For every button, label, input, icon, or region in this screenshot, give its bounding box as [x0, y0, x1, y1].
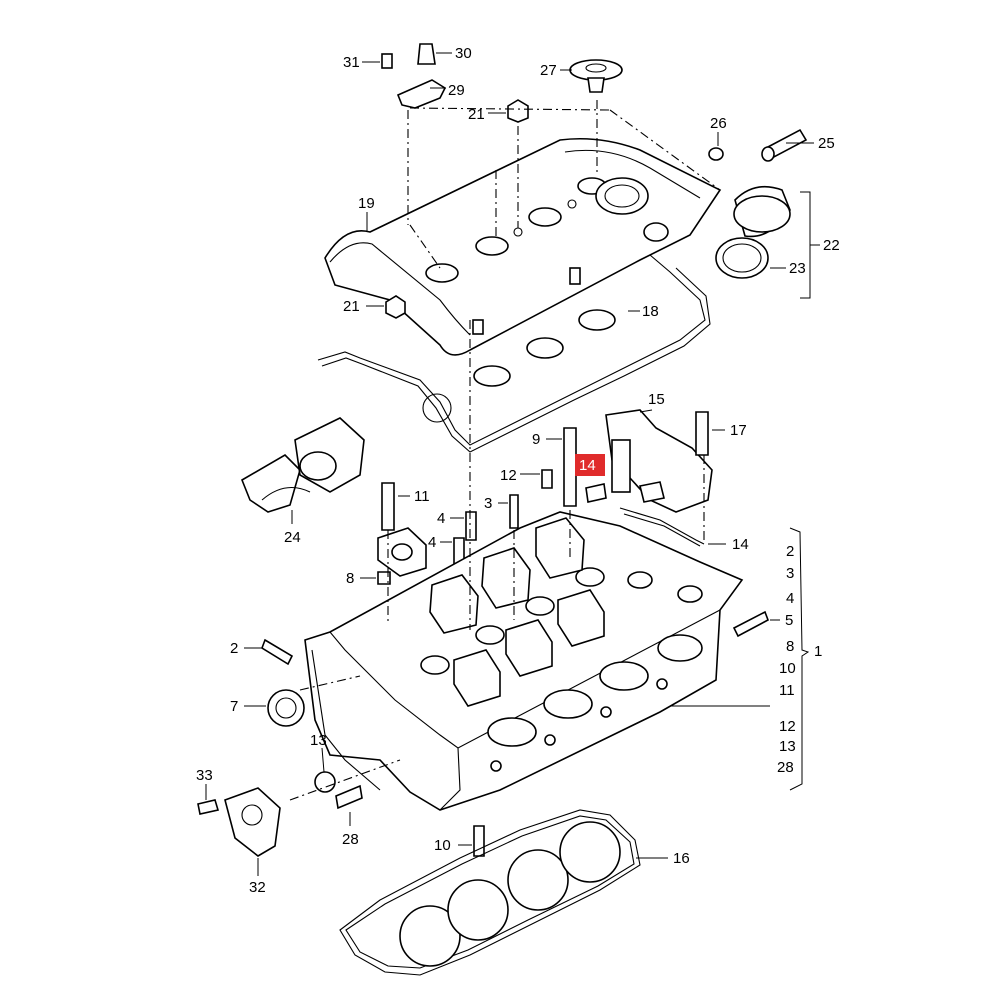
- label-4-upper: 4: [437, 510, 445, 527]
- highlight-box-14: [575, 454, 605, 476]
- valve-cover: [324, 137, 722, 356]
- label-15: 15: [648, 391, 665, 408]
- bracket-assembly: [381, 43, 447, 225]
- valve-cover-gasket: [317, 254, 711, 453]
- label-11: 11: [414, 488, 430, 505]
- label-16: 16: [673, 850, 690, 867]
- leader-lines: [205, 52, 820, 876]
- group-item-8: 8: [786, 638, 794, 655]
- label-9: 9: [532, 431, 540, 448]
- label-29: 29: [448, 82, 465, 99]
- guide-lines: [387, 107, 721, 630]
- nut-lower: [385, 295, 406, 319]
- bearing-cap-small: [377, 527, 427, 577]
- label-24: 24: [284, 529, 301, 546]
- label-7: 7: [230, 698, 238, 715]
- bearing-cap-24: [241, 417, 365, 513]
- group-item-2: 2: [786, 543, 794, 560]
- group-item-10: 10: [779, 660, 796, 677]
- group-item-4: 4: [786, 590, 794, 607]
- label-26: 26: [710, 115, 727, 132]
- label-28: 28: [342, 831, 359, 848]
- label-14-highlight: 14: [579, 457, 596, 474]
- head-gasket: [339, 809, 641, 976]
- group-item-11: 11: [779, 682, 795, 699]
- label-3: 3: [484, 495, 492, 512]
- label-32: 32: [249, 879, 266, 896]
- label-18: 18: [642, 303, 659, 320]
- label-27: 27: [540, 62, 557, 79]
- part-labels: 31 30 29 27 21 26 25 19 22 23 21 18 15 1…: [196, 45, 840, 896]
- label-23: 23: [789, 260, 806, 277]
- label-13: 13: [310, 732, 327, 749]
- group-item-5: 5: [785, 612, 793, 629]
- label-2: 2: [230, 640, 238, 657]
- side-parts: [197, 610, 769, 857]
- label-30: 30: [455, 45, 472, 62]
- label-8: 8: [346, 570, 354, 587]
- label-33: 33: [196, 767, 213, 784]
- label-4-lower: 4: [428, 534, 436, 551]
- group-item-13: 13: [779, 738, 796, 755]
- group-item-3: 3: [786, 565, 794, 582]
- label-21-bottom: 21: [343, 298, 360, 315]
- label-22: 22: [823, 237, 840, 254]
- label-12: 12: [500, 467, 517, 484]
- label-21-top: 21: [468, 106, 485, 123]
- bracket-group-list: 2 3 4 5 8 10 11 12 13 28: [777, 543, 796, 776]
- group-item-12: 12: [779, 718, 796, 735]
- bolts: [377, 427, 577, 585]
- label-31: 31: [343, 54, 360, 71]
- top-small-parts: [507, 59, 808, 228]
- label-14: 14: [732, 536, 749, 553]
- label-10: 10: [434, 837, 451, 854]
- label-17: 17: [730, 422, 747, 439]
- group-item-28: 28: [777, 759, 794, 776]
- oil-filler-cap: [715, 185, 791, 279]
- chain-tensioner-15: [585, 409, 713, 547]
- label-19: 19: [358, 195, 375, 212]
- cylinder-head: [304, 511, 744, 811]
- label-25: 25: [818, 135, 835, 152]
- label-1: 1: [814, 643, 822, 660]
